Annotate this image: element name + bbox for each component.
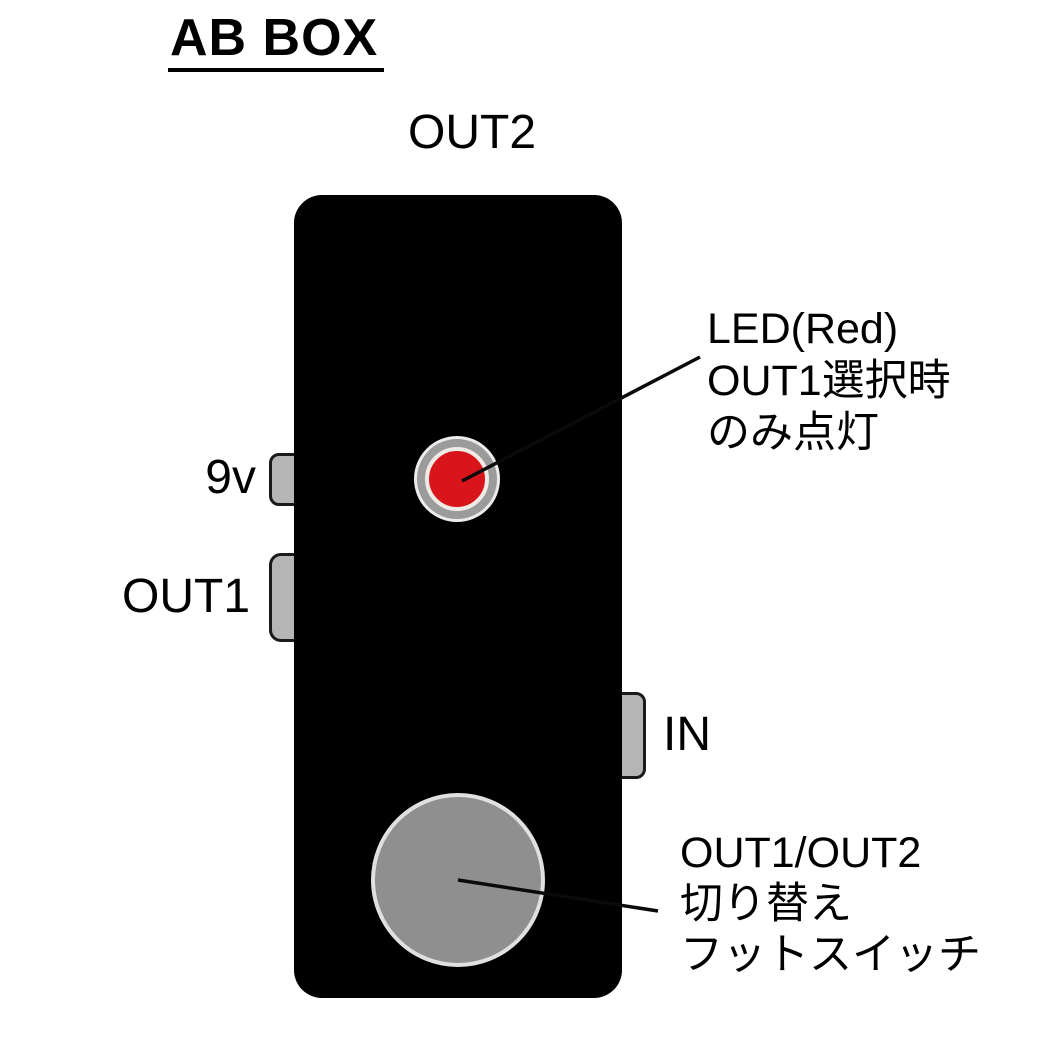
page-title: AB BOX bbox=[168, 12, 385, 72]
label-out2: OUT2 bbox=[408, 106, 537, 159]
led-annotation: LED(Red) OUT1選択時 のみ点灯 bbox=[707, 305, 951, 457]
footswitch-button bbox=[371, 793, 545, 967]
label-9v: 9v bbox=[205, 451, 256, 504]
led-indicator bbox=[425, 447, 489, 511]
label-out1: OUT1 bbox=[122, 570, 251, 623]
label-in: IN bbox=[663, 708, 711, 761]
footswitch-annotation: OUT1/OUT2 切り替え フットスイッチ bbox=[680, 829, 981, 979]
